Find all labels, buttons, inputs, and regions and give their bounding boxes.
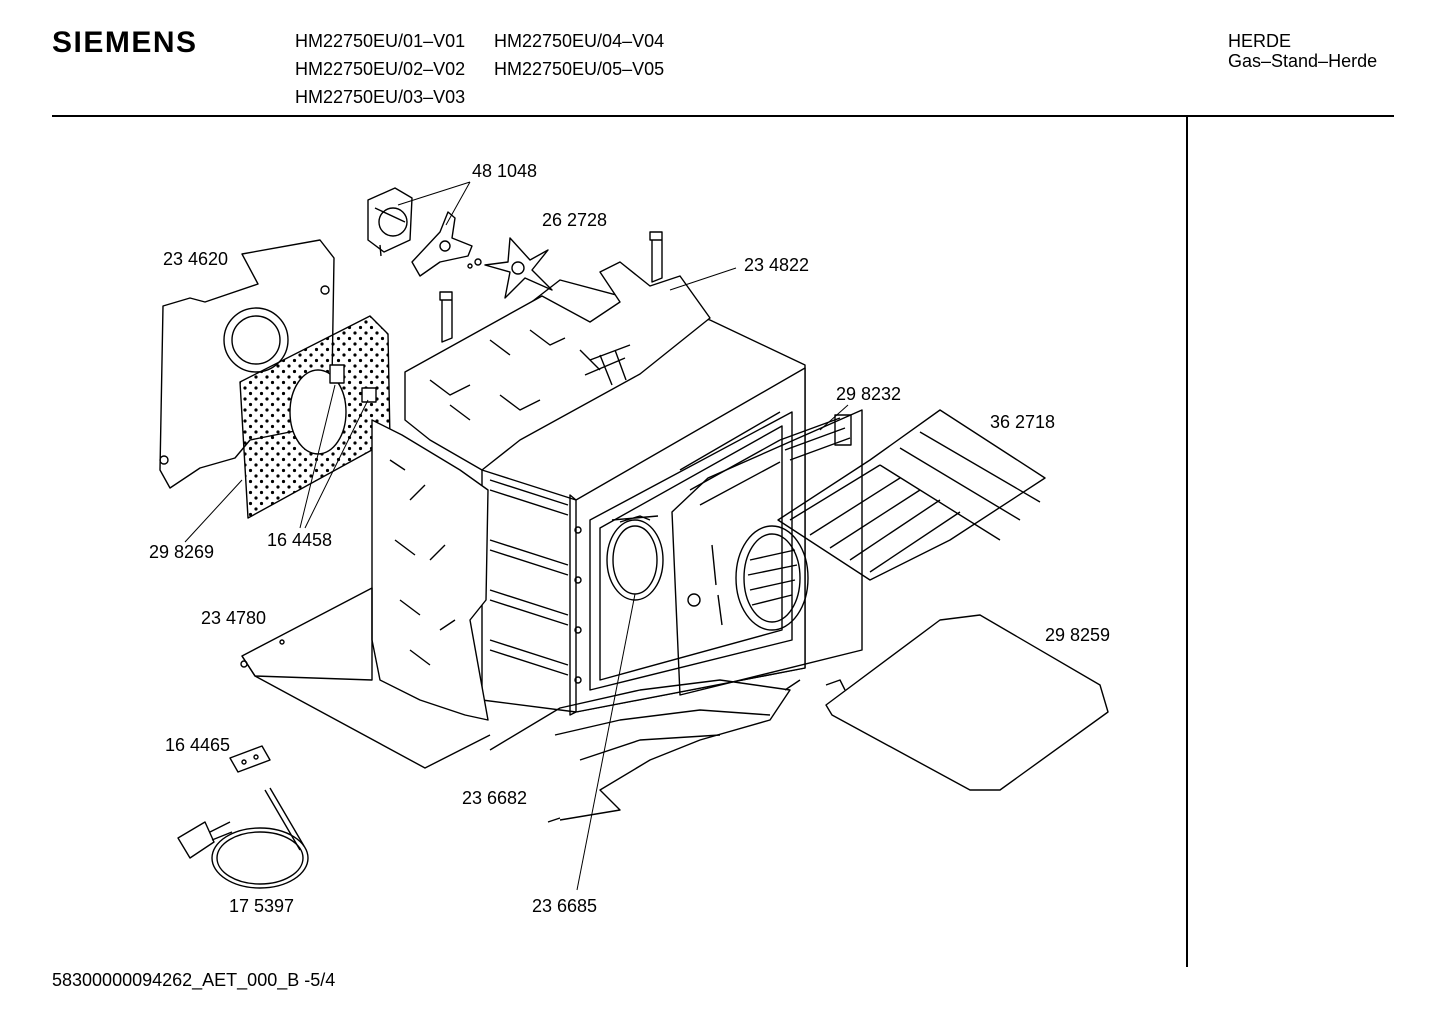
lamp-holder xyxy=(329,364,345,384)
part-number-label: 16 4465 xyxy=(165,735,231,755)
model-number: HM22750EU/05–V05 xyxy=(494,59,665,79)
model-number: HM22750EU/03–V03 xyxy=(295,87,466,107)
part-number-label: 23 6685 xyxy=(532,896,598,916)
side-panel-with-vent xyxy=(671,409,863,696)
fan-motor xyxy=(367,187,413,257)
model-number: HM22750EU/04–V04 xyxy=(494,31,665,51)
terminal-block xyxy=(229,745,271,773)
mounting-tab xyxy=(439,291,453,343)
part-number-label: 29 8232 xyxy=(836,384,902,404)
bottom-plate xyxy=(240,587,491,769)
header-divider xyxy=(52,115,1394,117)
model-number: HM22750EU/01–V01 xyxy=(295,31,466,51)
model-number: HM22750EU/02–V02 xyxy=(295,59,466,79)
part-number-label: 36 2718 xyxy=(990,412,1056,432)
part-number-label: 29 8269 xyxy=(149,542,215,562)
mounting-tab xyxy=(649,231,663,283)
mains-cable xyxy=(177,787,309,889)
document-code: 58300000094262_AET_000_B -5/4 xyxy=(52,970,336,990)
part-number-label: 23 4620 xyxy=(163,249,229,269)
brand-logo: SIEMENS xyxy=(52,26,198,59)
category-title: HERDE xyxy=(1228,31,1292,51)
side-insulation-blanket xyxy=(371,419,489,721)
part-number-label: 17 5397 xyxy=(229,896,295,916)
motor-bracket xyxy=(411,211,473,277)
exploded-view-drawing xyxy=(159,181,1109,891)
category-subtitle: Gas–Stand–Herde xyxy=(1228,51,1378,71)
part-number-label: 48 1048 xyxy=(472,161,538,181)
sidebar-divider xyxy=(1186,117,1188,967)
top-heating-element xyxy=(777,409,1046,581)
top-insulation-blanket xyxy=(404,261,711,471)
part-number-label: 16 4458 xyxy=(267,530,333,550)
part-number-label: 23 6682 xyxy=(462,788,528,808)
baking-tray xyxy=(825,614,1109,791)
part-number-label: 23 4822 xyxy=(744,255,810,275)
part-number-label: 23 4780 xyxy=(201,608,267,628)
part-number-label: 26 2728 xyxy=(542,210,608,230)
bottom-heating-element xyxy=(489,679,801,823)
fan-wheel xyxy=(467,237,553,299)
rear-insulation-mat xyxy=(239,315,391,519)
part-number-label: 29 8259 xyxy=(1045,625,1111,645)
lamp-holder xyxy=(361,387,377,403)
